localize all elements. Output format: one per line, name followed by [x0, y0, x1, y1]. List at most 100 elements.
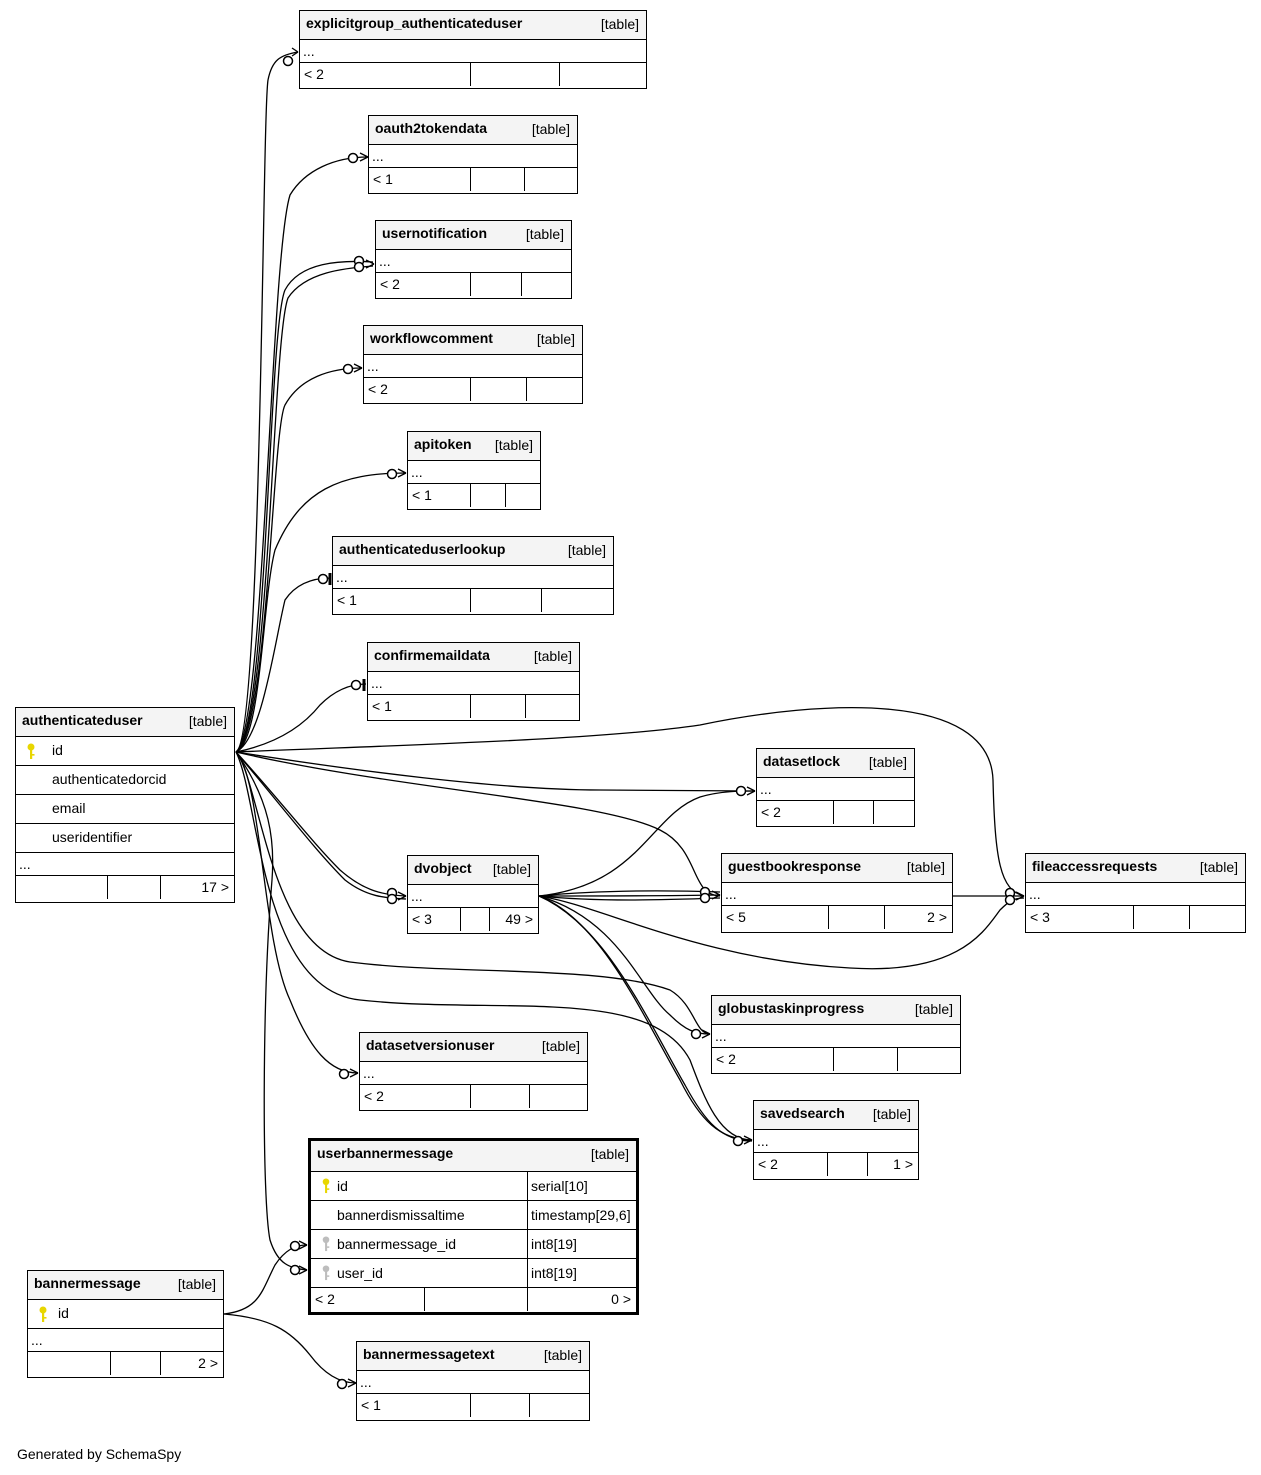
ellipsis: ...	[336, 569, 348, 585]
parents-count[interactable]: < 2	[758, 1156, 778, 1172]
table-type: [table]	[188, 713, 227, 729]
table-name: userbannermessage	[317, 1145, 454, 1161]
table-savedsearch[interactable]: savedsearch[table] ... < 2 1 >	[753, 1100, 919, 1180]
more-columns-row: ...	[360, 1062, 587, 1085]
foreign-key-icon	[322, 1265, 330, 1281]
table-bannermessagetext[interactable]: bannermessagetext[table] ... < 1	[356, 1341, 590, 1421]
more-columns-row: ...	[368, 672, 579, 695]
table-name: savedsearch	[760, 1105, 845, 1121]
children-count[interactable]: 1 >	[893, 1156, 913, 1172]
parents-count[interactable]: < 1	[372, 698, 392, 714]
table-type: [table]	[567, 542, 606, 558]
table-footer: < 2	[712, 1048, 960, 1071]
parents-count[interactable]: < 1	[361, 1397, 381, 1413]
children-count[interactable]: 17 >	[201, 879, 229, 895]
table-type: [table]	[494, 437, 533, 453]
table-globustaskinprogress[interactable]: globustaskinprogress[table] ... < 2	[711, 995, 961, 1074]
children-count[interactable]: 2 >	[927, 909, 947, 925]
children-count[interactable]: 49 >	[505, 911, 533, 927]
parents-count[interactable]: < 1	[412, 487, 432, 503]
children-count[interactable]: 2 >	[198, 1355, 218, 1371]
parents-count[interactable]: < 2	[761, 804, 781, 820]
table-footer: < 2	[364, 378, 582, 401]
column-authenticatedorcid: authenticatedorcid	[16, 766, 234, 795]
table-type: [table]	[541, 1038, 580, 1054]
table-header: usernotification[table]	[376, 221, 571, 250]
table-authenticateduserlookup[interactable]: authenticateduserlookup [table] ... < 1	[332, 536, 614, 615]
parents-count[interactable]: < 2	[315, 1291, 335, 1307]
ellipsis: ...	[1029, 886, 1041, 902]
parents-count[interactable]: < 2	[304, 66, 324, 82]
table-name: apitoken	[414, 436, 472, 452]
column-id: id serial[10]	[311, 1172, 636, 1201]
column-name: id	[58, 1305, 69, 1321]
parents-count[interactable]: < 3	[1030, 909, 1050, 925]
table-header: dvobject[table]	[408, 856, 538, 885]
column-id: id	[28, 1300, 223, 1329]
column-id: id	[16, 737, 234, 766]
table-type: [table]	[531, 121, 570, 137]
parents-count[interactable]: < 2	[380, 276, 400, 292]
parents-count[interactable]: < 2	[368, 381, 388, 397]
table-type: [table]	[492, 861, 531, 877]
table-guestbookresponse[interactable]: guestbookresponse[table] ... < 5 2 >	[721, 853, 953, 933]
parents-count[interactable]: < 1	[373, 171, 393, 187]
table-type: [table]	[590, 1146, 629, 1162]
parents-count[interactable]: < 2	[364, 1088, 384, 1104]
column-useridentifier: useridentifier	[16, 824, 234, 853]
table-header: guestbookresponse[table]	[722, 854, 952, 883]
table-confirmemaildata[interactable]: confirmemaildata[table] ... < 1	[367, 642, 580, 721]
column-name: user_id	[337, 1265, 383, 1281]
more-columns-row: ...	[754, 1130, 918, 1153]
table-header: datasetversionuser[table]	[360, 1033, 587, 1062]
table-datasetlock[interactable]: datasetlock[table] ... < 2	[756, 748, 915, 827]
table-oauth2tokendata[interactable]: oauth2tokendata [table] ... < 1	[368, 115, 578, 194]
table-header: bannermessage[table]	[28, 1271, 223, 1300]
table-explicitgroup-authenticateduser[interactable]: explicitgroup_authenticateduser[table] .…	[299, 10, 647, 89]
parents-count[interactable]: < 3	[412, 911, 432, 927]
table-name: oauth2tokendata	[375, 120, 488, 136]
table-footer: < 5 2 >	[722, 906, 952, 929]
more-columns-row: ...	[16, 853, 234, 876]
parents-count[interactable]: < 1	[337, 592, 357, 608]
table-type: [table]	[533, 648, 572, 664]
table-header: authenticateduser[table]	[16, 708, 234, 737]
generated-by-note: Generated by SchemaSpy	[17, 1446, 182, 1462]
table-footer: 17 >	[16, 876, 234, 899]
more-columns-row: ...	[300, 40, 646, 63]
table-footer: < 3 49 >	[408, 908, 538, 931]
more-columns-row: ...	[722, 883, 952, 906]
table-authenticateduser[interactable]: authenticateduser[table] id authenticate…	[15, 707, 235, 903]
parents-count[interactable]: < 2	[716, 1051, 736, 1067]
ellipsis: ...	[19, 856, 31, 872]
table-type: [table]	[525, 226, 564, 242]
table-name: datasetlock	[763, 753, 841, 769]
column-name: id	[337, 1178, 348, 1194]
table-name: authenticateduserlookup	[339, 541, 506, 557]
ellipsis: ...	[379, 253, 391, 269]
more-columns-row: ...	[357, 1371, 589, 1394]
parents-count[interactable]: < 5	[726, 909, 746, 925]
ellipsis: ...	[372, 148, 384, 164]
table-dvobject[interactable]: dvobject[table] ... < 3 49 >	[407, 855, 539, 934]
table-header: datasetlock[table]	[757, 749, 914, 778]
children-count[interactable]: 0 >	[611, 1291, 631, 1307]
table-datasetversionuser[interactable]: datasetversionuser[table] ... < 2	[359, 1032, 588, 1111]
table-footer: < 2	[376, 273, 571, 296]
column-type: int8[19]	[531, 1236, 577, 1252]
ellipsis: ...	[360, 1374, 372, 1390]
table-fileaccessrequests[interactable]: fileaccessrequests[table] ... < 3	[1025, 853, 1246, 933]
table-userbannermessage[interactable]: userbannermessage[table] id serial[10] b…	[308, 1138, 639, 1315]
table-header: fileaccessrequests[table]	[1026, 854, 1245, 883]
ellipsis: ...	[760, 781, 772, 797]
table-usernotification[interactable]: usernotification[table] ... < 2	[375, 220, 572, 299]
column-name: email	[52, 800, 86, 816]
ellipsis: ...	[31, 1332, 43, 1348]
table-bannermessage[interactable]: bannermessage[table] id ... 2 >	[27, 1270, 224, 1378]
column-name: useridentifier	[52, 829, 133, 845]
table-header: bannermessagetext[table]	[357, 1342, 589, 1371]
table-name: explicitgroup_authenticateduser	[306, 15, 523, 31]
table-workflowcomment[interactable]: workflowcomment[table] ... < 2	[363, 325, 583, 404]
table-apitoken[interactable]: apitoken[table] ... < 1	[407, 431, 541, 510]
column-email: email	[16, 795, 234, 824]
